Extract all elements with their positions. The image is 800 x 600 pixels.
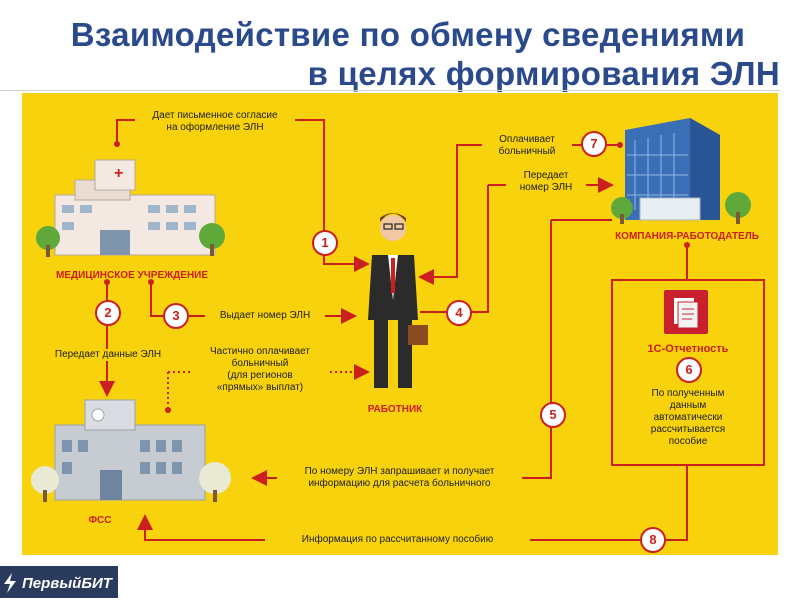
step-7-badge: 7 bbox=[581, 131, 607, 157]
step-1-badge: 1 bbox=[312, 230, 338, 256]
step-6-badge: 6 bbox=[676, 357, 702, 383]
employer-illustration bbox=[611, 118, 751, 224]
step-3-text: Выдает номер ЭЛН bbox=[205, 310, 325, 322]
worker-label: РАБОТНИК bbox=[367, 404, 423, 415]
step-2-badge: 2 bbox=[95, 300, 121, 326]
title-line-1: Взаимодействие по обмену сведениями bbox=[70, 16, 746, 53]
step-8-badge: 8 bbox=[640, 527, 666, 553]
worker-illustration bbox=[368, 213, 428, 388]
bolt-icon bbox=[4, 573, 16, 593]
logo-background bbox=[0, 566, 118, 598]
title-line-2: в целях формирования ЭЛН bbox=[307, 55, 780, 92]
step-2-text: Передает данные ЭЛН bbox=[38, 349, 178, 361]
step-8-text: Информация по рассчитанному пособию bbox=[265, 534, 530, 546]
step-5-badge: 5 bbox=[540, 402, 566, 428]
medical-institution-label: МЕДИЦИНСКОЕ УЧРЕЖДЕНИЕ bbox=[55, 270, 209, 281]
onec-reporting-label: 1С-Отчетность bbox=[647, 343, 729, 355]
svg-text:+: + bbox=[114, 165, 123, 182]
hospital-illustration: + bbox=[36, 159, 225, 257]
fss-label: ФСС bbox=[88, 515, 112, 526]
report-icon bbox=[664, 290, 708, 334]
fss-illustration bbox=[31, 399, 231, 502]
title-divider bbox=[0, 90, 780, 91]
step-3-badge: 3 bbox=[163, 303, 189, 329]
logo-text: ПервыйБИТ bbox=[22, 574, 112, 592]
employer-label: КОМПАНИЯ-РАБОТОДАТЕЛЬ bbox=[615, 231, 759, 242]
step-4-badge: 4 bbox=[446, 300, 472, 326]
brand-logo: ПервыйБИТ bbox=[2, 570, 112, 596]
